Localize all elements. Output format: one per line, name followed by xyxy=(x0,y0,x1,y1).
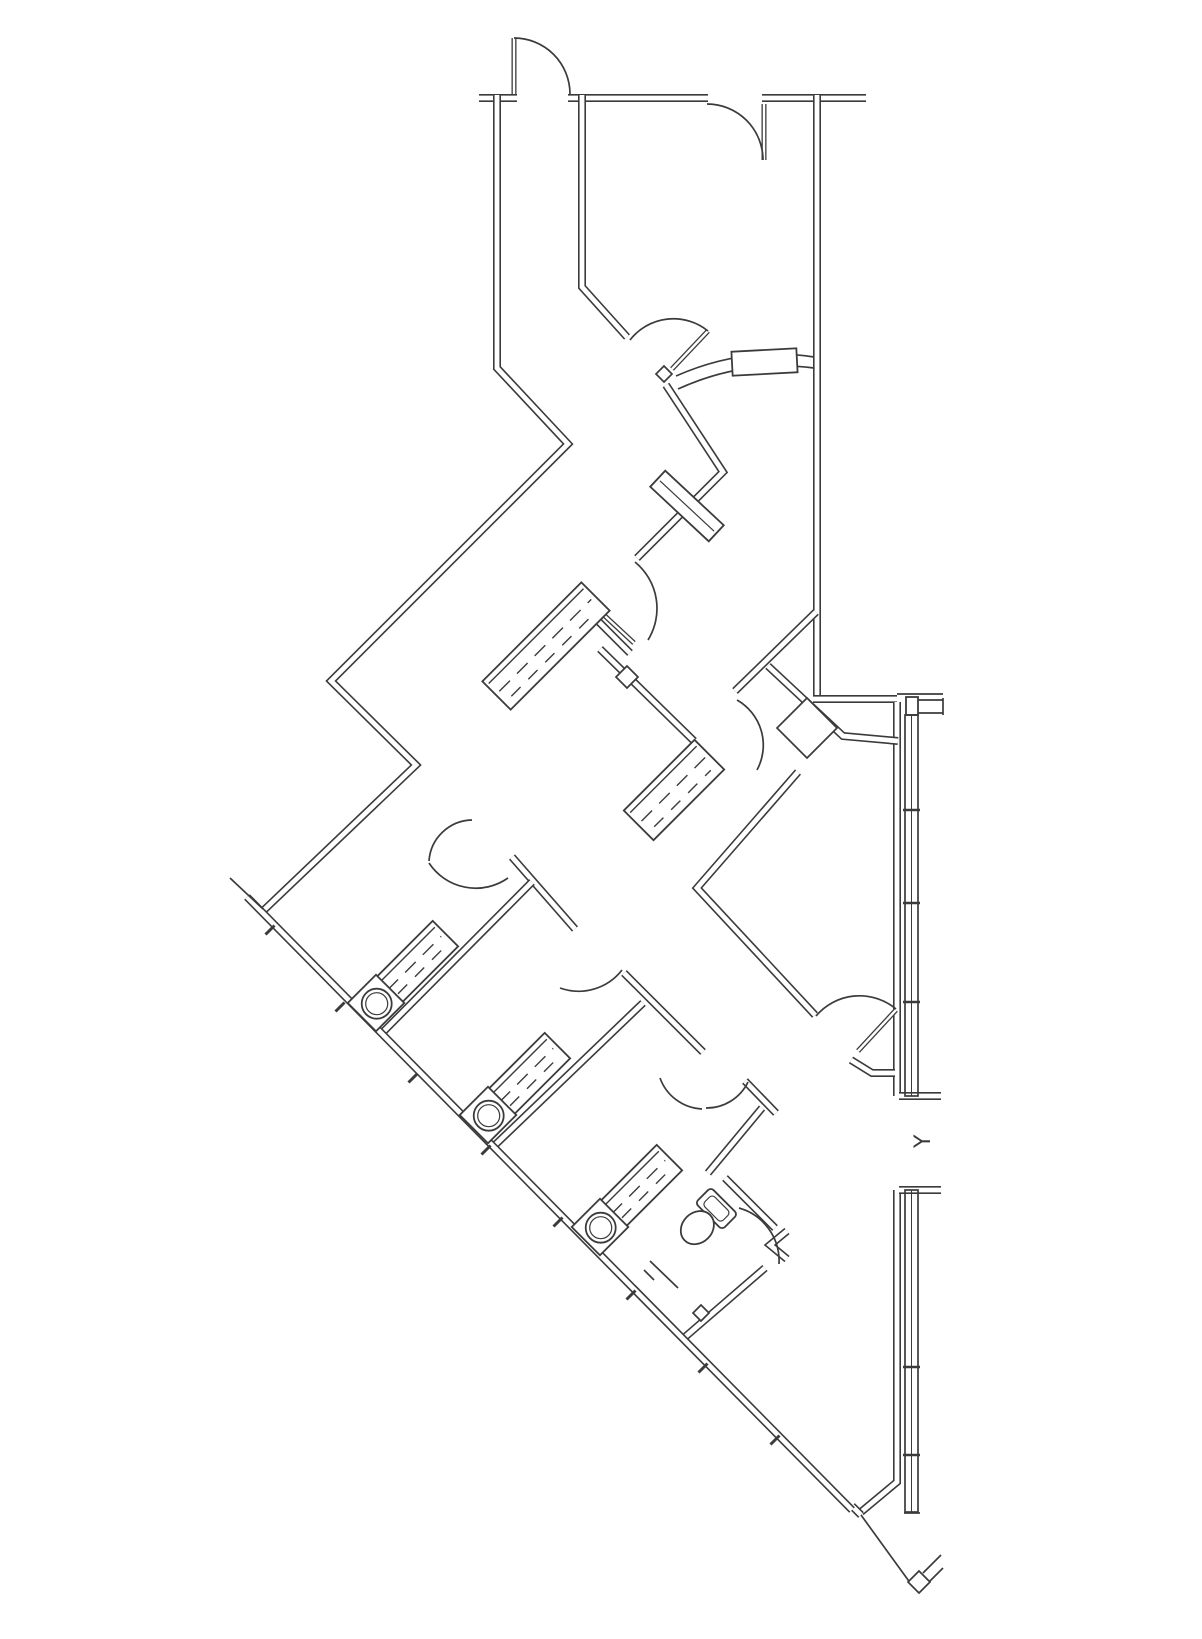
counter-upper-edge xyxy=(488,588,584,684)
exterior-glass-wall-core xyxy=(245,895,854,1512)
door-arc-mid xyxy=(629,317,709,341)
window-mullion-box xyxy=(905,696,919,716)
window-diagonal xyxy=(648,469,726,543)
counter-upper-dash-1 xyxy=(498,598,592,692)
counter-upper xyxy=(481,581,611,711)
shaft-diamond xyxy=(775,696,839,760)
sink-room-2-box xyxy=(458,1085,518,1145)
toilet-tank-inner xyxy=(703,1195,730,1222)
counter-upper-outline xyxy=(481,581,611,711)
door-leaf-right-corridor-core xyxy=(857,1009,897,1052)
wall-mid-upper xyxy=(578,95,630,340)
window-diagonal-centerline xyxy=(659,480,715,532)
exterior-mullion-tick-7 xyxy=(697,1362,709,1374)
grab-bar-a xyxy=(649,1260,679,1289)
door-arc-right-corridor xyxy=(815,994,897,1017)
door-arc-entry-top xyxy=(513,37,571,95)
door-arc-j2 xyxy=(559,969,623,993)
door-arc-center xyxy=(634,561,658,641)
exterior-mullion-tick-6 xyxy=(625,1289,637,1301)
wall-right-lower-b-core xyxy=(859,1190,900,1514)
exterior-mullion-tick-8 xyxy=(769,1434,781,1446)
counter-room-1-dash-2 xyxy=(397,946,446,995)
tip-diagonal xyxy=(860,1514,912,1585)
counter-room-3-dash-1 xyxy=(610,1159,666,1215)
counter-room-3-dash-2 xyxy=(621,1170,670,1219)
counter-middle xyxy=(622,738,726,842)
wall-partition-3-core xyxy=(493,1001,645,1147)
sink-room-1 xyxy=(346,973,406,1033)
wall-left-zigzag xyxy=(261,95,574,913)
grab-bar-b xyxy=(643,1269,655,1281)
counter-room-2-edge xyxy=(489,1038,548,1097)
wall-d10-jamb-core xyxy=(766,1229,789,1261)
column-bump-lower xyxy=(691,1303,711,1323)
door-arc-j1-b xyxy=(428,862,509,890)
tip-column xyxy=(906,1569,932,1595)
toilet-bowl xyxy=(679,1210,715,1246)
wall-partition-2-core xyxy=(381,880,534,1034)
toilet xyxy=(679,1188,737,1246)
door-arc-j1-a xyxy=(428,819,473,862)
tip-slash-a xyxy=(922,1554,942,1574)
door-arc-d5 xyxy=(736,699,765,771)
wall-mid-upper-core xyxy=(579,95,629,339)
door-leaf-mid-core xyxy=(671,330,709,370)
sink-room-3-box xyxy=(570,1197,630,1257)
wall-center-diagonal-core xyxy=(598,647,696,743)
counter-room-2-dash-1 xyxy=(498,1047,554,1103)
door-cap-square xyxy=(654,364,674,384)
door-arc-j3-a xyxy=(659,1077,703,1110)
wall-d8-jamb-core xyxy=(849,1057,895,1076)
wall-h-diagonal-core xyxy=(766,664,899,744)
sink-room-3 xyxy=(570,1197,630,1257)
sink-room-1-bowl-outer xyxy=(360,987,393,1020)
exterior-cap-line xyxy=(229,877,264,910)
door-arc-j3-b xyxy=(705,1081,749,1109)
exterior-mullion-tick-5 xyxy=(552,1216,564,1228)
sliding-door-frame xyxy=(730,347,799,377)
wall-window-diagonal-core xyxy=(635,383,727,560)
exterior-mullion-tick-2 xyxy=(334,1001,346,1013)
sink-room-3-bowl-outer xyxy=(584,1211,617,1244)
wall-corridor-seg-core xyxy=(622,971,705,1054)
counter-room-1-edge xyxy=(377,926,436,985)
wall-right-lower-b xyxy=(858,1190,901,1516)
wall-x-junction-core xyxy=(693,770,817,1017)
counter-middle-outline xyxy=(622,738,726,842)
column-bump-center xyxy=(614,664,640,690)
wall-ne-diagonal-core xyxy=(733,610,818,693)
counter-middle-edge xyxy=(629,745,698,814)
sink-room-2-bowl-outer xyxy=(472,1099,505,1132)
wall-j2-stub-core xyxy=(510,855,577,931)
wall-j3-stub-core xyxy=(743,1079,778,1115)
sink-room-2-bowl-inner xyxy=(477,1104,501,1128)
wall-bath-inner-core xyxy=(723,1176,777,1230)
sink-room-1-box xyxy=(346,973,406,1033)
exterior-mullion-tick-3 xyxy=(407,1072,419,1084)
counter-upper-dash-2 xyxy=(510,610,597,697)
sink-room-2 xyxy=(458,1085,518,1145)
sink-room-1-bowl-inner xyxy=(365,992,389,1016)
wall-bath-ne-core xyxy=(706,1106,764,1175)
wall-partition-4-core xyxy=(683,1266,767,1339)
counter-room-3-edge xyxy=(601,1150,660,1209)
wall-left-zigzag-core xyxy=(262,95,572,912)
keynote-label-y: Y xyxy=(911,1134,936,1149)
counter-room-1 xyxy=(370,919,460,1009)
sink-room-3-bowl-inner xyxy=(589,1216,613,1240)
counter-room-2-dash-2 xyxy=(509,1058,558,1107)
door-arc-top-right xyxy=(706,103,764,161)
exterior-mullion-tick-4 xyxy=(480,1144,492,1156)
door-arc-bath xyxy=(738,1207,780,1265)
counter-room-2 xyxy=(482,1031,572,1121)
counter-room-1-dash-1 xyxy=(386,935,442,991)
wall-x-junction xyxy=(691,769,818,1018)
exterior-mullion-tick-1 xyxy=(264,924,276,936)
